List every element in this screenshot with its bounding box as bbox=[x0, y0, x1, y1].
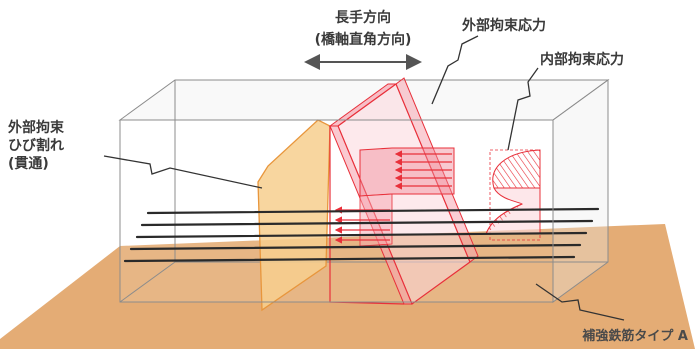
label-internal-stress: 内部拘束応力 bbox=[540, 51, 624, 68]
rebar-3 bbox=[135, 231, 588, 239]
rebar-2 bbox=[140, 219, 594, 227]
rebar-5 bbox=[123, 255, 576, 263]
label-longitudinal-1: 長手方向 bbox=[335, 9, 391, 26]
label-crack-1: 外部拘束 bbox=[8, 119, 65, 136]
leader-crack bbox=[103, 155, 263, 189]
ground-slab bbox=[0, 224, 695, 349]
label-longitudinal-2: (橋軸直角方向) bbox=[315, 31, 412, 48]
rebar-1 bbox=[146, 207, 600, 215]
label-external-stress: 外部拘束応力 bbox=[462, 17, 546, 34]
label-crack-3: (貫通) bbox=[8, 156, 49, 172]
leader-lines bbox=[103, 35, 625, 321]
rebar-group bbox=[123, 207, 600, 263]
leader-internal-stress bbox=[507, 67, 539, 151]
label-crack-2: ひび割れ bbox=[8, 137, 64, 154]
leader-rebar bbox=[535, 283, 625, 321]
leader-external-stress bbox=[431, 35, 479, 105]
rebar-4 bbox=[129, 243, 582, 251]
label-rebar-type: 補強鉄筋タイプ A bbox=[581, 328, 688, 344]
